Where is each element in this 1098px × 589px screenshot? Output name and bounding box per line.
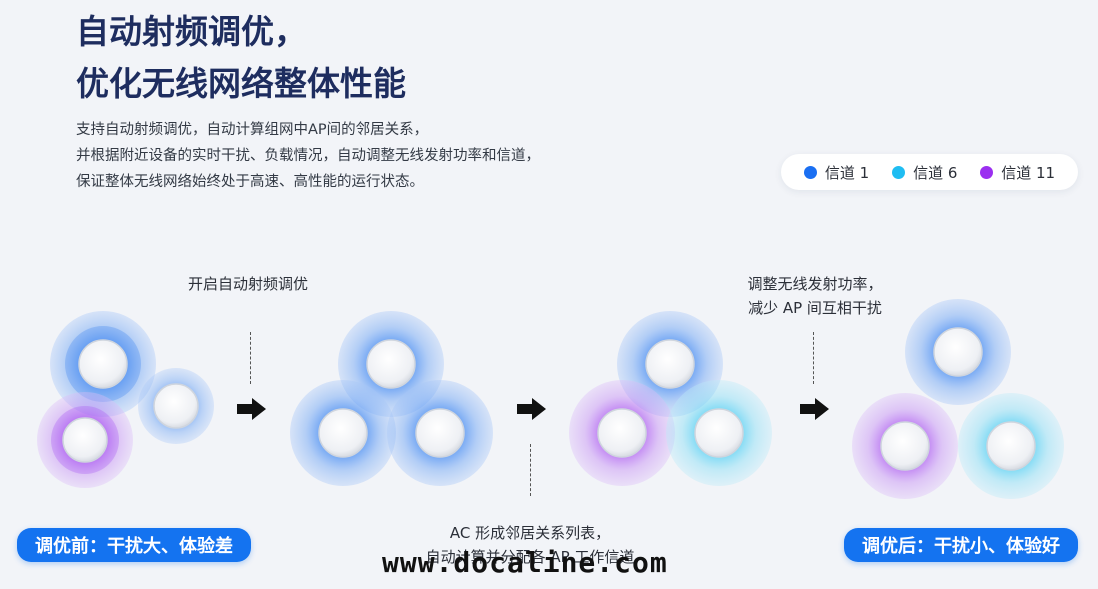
step-1-label: 开启自动射频调优 — [187, 275, 308, 293]
description: 支持自动射频调优，自动计算组网中AP间的邻居关系， 并根据附近设备的实时干扰、负… — [76, 117, 540, 195]
legend-label-channel-1: 信道 1 — [824, 163, 870, 182]
step-3-label-line-1: 调整无线发射功率， — [747, 275, 883, 293]
arrow-right-icon — [800, 398, 829, 420]
ap-unit — [37, 392, 133, 488]
legend-dot-channel-6 — [892, 165, 906, 179]
legend-item-channel-1: 信道 1 — [803, 162, 870, 183]
ap-unit — [852, 393, 958, 499]
page-title: 自动射频调优， 优化无线网络整体性能 — [76, 6, 406, 110]
step-2-label: AC 形成邻居关系列表， 自动计算并分配各 AP 工作信道 — [410, 521, 650, 569]
step-3-label: 调整无线发射功率， 减少 AP 间互相干扰 — [720, 272, 910, 320]
arrow-right-icon — [237, 398, 266, 420]
channel-legend: 信道 1 信道 6 信道 11 — [781, 154, 1078, 190]
ap-unit — [138, 368, 214, 444]
watermark: www.docaline.com — [382, 546, 668, 579]
description-line-1: 支持自动射频调优，自动计算组网中AP间的邻居关系， — [76, 122, 429, 138]
ap-unit — [905, 299, 1011, 405]
before-badge: 调优前：干扰大、体验差 — [17, 528, 251, 562]
step-2-label-line-1: AC 形成邻居关系列表， — [449, 524, 611, 542]
title-line-1: 自动射频调优， — [76, 12, 307, 51]
step-3-label-line-2: 减少 AP 间互相干扰 — [748, 299, 882, 317]
arrow-right-icon — [517, 398, 546, 420]
step-2-label-line-2: 自动计算并分配各 AP 工作信道 — [425, 548, 635, 566]
legend-label-channel-6: 信道 6 — [913, 163, 958, 182]
legend-label-channel-11: 信道 11 — [1001, 163, 1056, 182]
ap-unit — [569, 380, 675, 486]
legend-dot-channel-11 — [980, 165, 994, 179]
ap-unit — [958, 393, 1064, 499]
legend-item-channel-6: 信道 6 — [892, 162, 957, 183]
after-badge: 调优后：干扰小、体验好 — [844, 528, 1078, 562]
ap-group-step-3 — [569, 311, 772, 486]
title-line-2: 优化无线网络整体性能 — [76, 64, 406, 103]
step-2-connector — [530, 444, 531, 496]
ap-unit — [666, 380, 772, 486]
step-1-connector — [250, 332, 251, 384]
description-line-3: 保证整体无线网络始终处于高速、高性能的运行状态。 — [76, 174, 424, 190]
step-3-connector — [813, 332, 814, 384]
legend-dot-channel-1 — [803, 165, 817, 179]
ap-group-after — [852, 299, 1064, 499]
ap-unit — [290, 380, 396, 486]
legend-item-channel-11: 信道 11 — [980, 162, 1055, 183]
ap-group-step-2 — [290, 311, 493, 486]
ap-group-before — [37, 311, 214, 488]
description-line-2: 并根据附近设备的实时干扰、负载情况，自动调整无线发射功率和信道， — [76, 148, 540, 164]
ap-unit — [50, 311, 156, 417]
ap-unit — [387, 380, 493, 486]
